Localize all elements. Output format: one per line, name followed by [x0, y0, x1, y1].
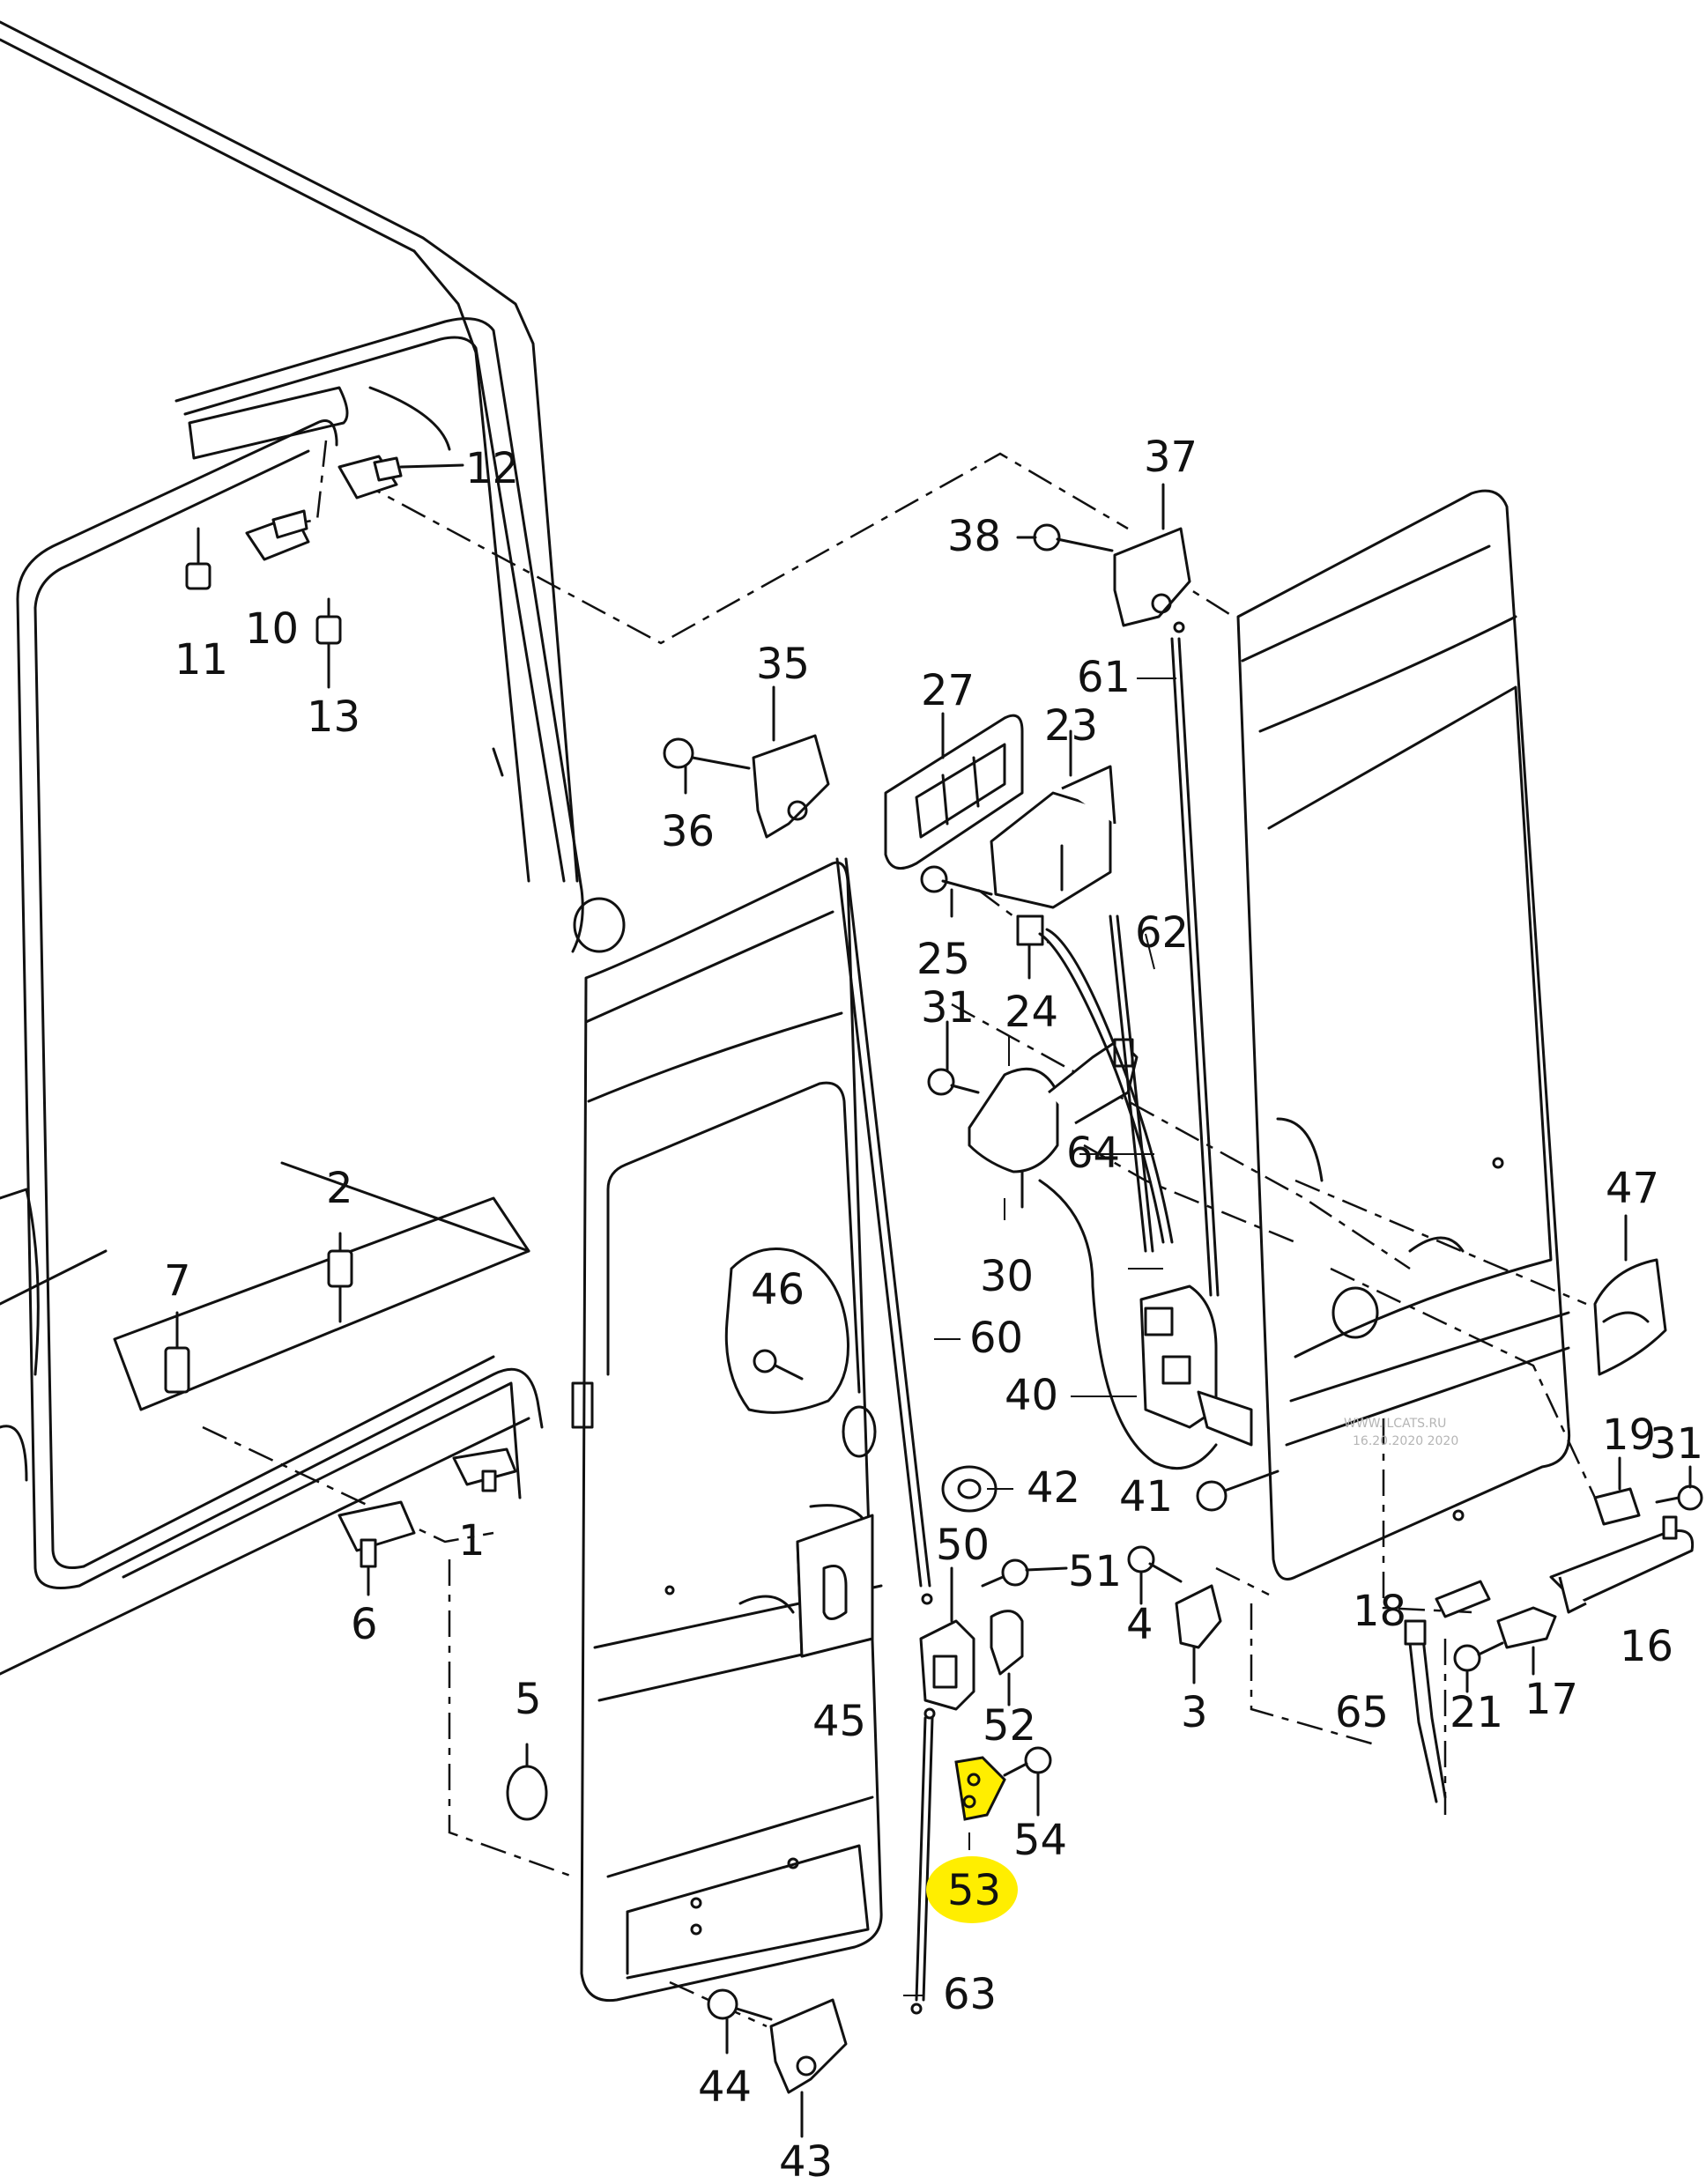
label-1: 1: [458, 1516, 486, 1566]
label-21: 21: [1450, 1688, 1503, 1737]
watermark-line2: 16.20.2020 2020: [1353, 1434, 1458, 1448]
label-42: 42: [1027, 1463, 1080, 1513]
label-65: 65: [1335, 1688, 1389, 1737]
label-63: 63: [943, 1970, 997, 2019]
bolt-13: [315, 597, 342, 689]
label-38: 38: [947, 512, 1001, 561]
lock-23: [990, 729, 1116, 909]
handle-16: [1549, 1515, 1695, 1614]
label-24: 24: [1005, 988, 1058, 1037]
hinge-43: [769, 1998, 848, 2138]
bolt-31-right: [1655, 1465, 1703, 1511]
label-44: 44: [698, 2062, 752, 2112]
bolt-4: [1127, 1545, 1183, 1605]
rod-65: [1404, 1619, 1447, 1803]
bolt-31-left: [927, 1020, 980, 1096]
label-19: 19: [1602, 1410, 1656, 1460]
part-24: [1016, 914, 1044, 980]
part-3: [1175, 1584, 1222, 1684]
label-17: 17: [1524, 1675, 1578, 1724]
bolt-51: [981, 1558, 1068, 1588]
van-body: [0, 20, 626, 1676]
label-13: 13: [307, 692, 360, 742]
bolt-11: [185, 527, 211, 590]
detail-46: [724, 1247, 849, 1414]
label-27: 27: [921, 666, 975, 715]
label-53: 53: [947, 1866, 1001, 1915]
label-43: 43: [779, 2137, 833, 2184]
bolt-36: [663, 737, 751, 795]
part-18: [1435, 1580, 1491, 1618]
label-35: 35: [756, 640, 810, 689]
label-64: 64: [1066, 1129, 1120, 1178]
label-7: 7: [164, 1256, 191, 1306]
highlight-53: [926, 1856, 1018, 1923]
bolt-2: [327, 1232, 353, 1323]
label-5: 5: [515, 1675, 542, 1724]
part-17: [1496, 1606, 1557, 1676]
label-10: 10: [245, 604, 299, 654]
hinge-35: [752, 685, 830, 839]
bracket-47: [1593, 1214, 1667, 1376]
cables: [835, 621, 1220, 2015]
bolt-21: [1453, 1641, 1504, 1693]
label-62: 62: [1135, 908, 1189, 958]
hinge-12: [337, 455, 464, 500]
label-45: 45: [812, 1697, 866, 1746]
hinge-10: [245, 509, 310, 561]
label-30: 30: [980, 1252, 1034, 1301]
label-12: 12: [465, 444, 519, 493]
label-6: 6: [351, 1600, 378, 1649]
watermark-line1: WWW.ILCATS.RU: [1344, 1417, 1446, 1431]
striker-50: [919, 1566, 975, 1711]
plate-53: [954, 1756, 1006, 1821]
label-50: 50: [936, 1521, 990, 1570]
label-41: 41: [1119, 1472, 1173, 1521]
latch-unit: [1139, 1284, 1253, 1447]
bolt-41: [1196, 1470, 1280, 1512]
bolt-54: [1003, 1746, 1052, 1817]
bolt-7: [164, 1311, 190, 1394]
label-46: 46: [751, 1265, 805, 1314]
bolt-38: [1016, 523, 1114, 552]
label-16: 16: [1620, 1622, 1673, 1671]
label-31a: 31: [921, 983, 975, 1033]
label-54: 54: [1013, 1816, 1067, 1865]
label-40: 40: [1005, 1371, 1058, 1420]
label-23: 23: [1044, 701, 1098, 751]
bolt-44: [707, 1988, 773, 2054]
part-19: [1593, 1456, 1641, 1526]
label-18: 18: [1353, 1587, 1406, 1636]
label-37: 37: [1144, 433, 1198, 482]
part-52: [990, 1610, 1024, 1706]
panel-45: [796, 1514, 874, 1658]
label-3: 3: [1181, 1688, 1208, 1737]
frame-27: [884, 712, 1024, 870]
bumper-5: [506, 1743, 548, 1821]
label-25: 25: [916, 935, 970, 984]
label-52: 52: [983, 1701, 1036, 1751]
left-rear-door: [571, 861, 883, 2003]
hinge-37: [1113, 483, 1191, 627]
label-36: 36: [661, 807, 715, 856]
label-61: 61: [1077, 653, 1131, 702]
part-6: [337, 1500, 416, 1596]
label-51: 51: [1068, 1547, 1122, 1596]
label-leaders: [903, 677, 1176, 1996]
right-rear-door: [1236, 489, 1571, 1581]
part-1: [452, 1447, 517, 1492]
lock-30: [968, 1038, 1139, 1209]
label-31b: 31: [1650, 1419, 1703, 1469]
label-11: 11: [174, 635, 228, 685]
bolt-25: [920, 865, 993, 918]
label-4: 4: [1126, 1600, 1153, 1649]
label-2: 2: [326, 1164, 353, 1213]
label-47: 47: [1606, 1164, 1659, 1213]
label-60: 60: [969, 1314, 1023, 1363]
